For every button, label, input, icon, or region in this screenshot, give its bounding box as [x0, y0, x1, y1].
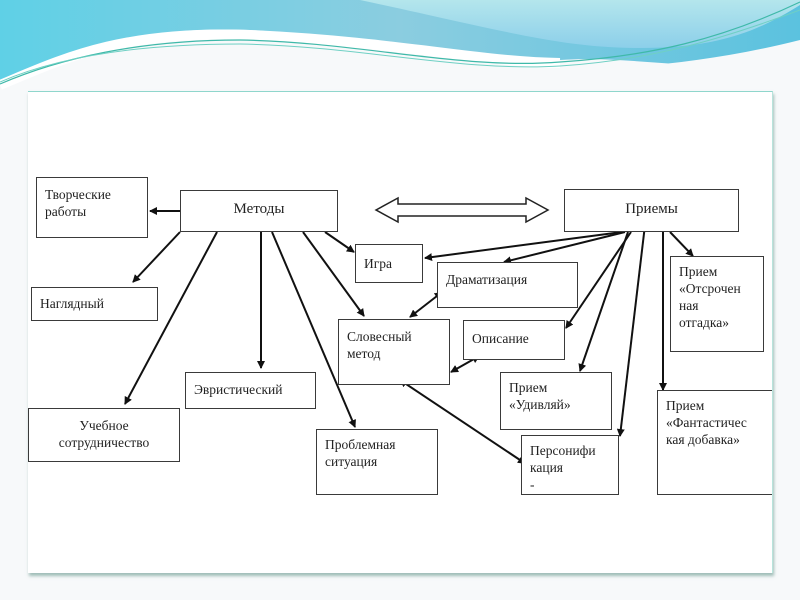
arrow-priemy-otsrochennaya: [669, 231, 694, 257]
arrow-metody-naglyadny: [132, 231, 181, 283]
node-problemnaya-situaciya: Проблемная ситуация: [316, 429, 438, 495]
node-opisanie: Описание: [463, 320, 565, 360]
node-label: Игра: [364, 256, 393, 271]
node-label: Наглядный: [40, 296, 104, 311]
double-arrow-metody-priemy: [374, 196, 550, 224]
arrow-dramatizaciya-slovesny: [409, 291, 443, 318]
node-label: Учебное сотрудничество: [58, 418, 150, 450]
node-fantasticheskaya-dobavka: Прием «Фантастичес кая добавка»: [657, 390, 772, 495]
node-label: Описание: [472, 331, 529, 346]
node-label: Прием «Удивляй»: [509, 380, 571, 412]
node-metody: Методы: [180, 190, 338, 232]
node-label: Методы: [233, 201, 285, 217]
node-evristichesky: Эвристический: [185, 372, 316, 409]
node-udivlyai: Прием «Удивляй»: [500, 372, 612, 430]
node-label: Проблемная ситуация: [325, 437, 396, 469]
node-otsrochennaya-otgadka: Прием «Отсрочен ная отгадка»: [670, 256, 764, 352]
arrow-priemy-personifikaciya: [616, 224, 646, 437]
arrow-priemy-udivlyai: [578, 231, 629, 372]
node-igra: Игра: [355, 244, 423, 283]
node-personifikaciya: Персонифи кация -: [521, 435, 619, 495]
decorative-wave-banner: [0, 0, 800, 100]
arrow-metody-uchebnoe: [124, 231, 218, 405]
node-label: Приемы: [625, 201, 678, 217]
node-tvorcheskie-raboty: Творческие работы: [36, 177, 148, 238]
node-label: Прием «Фантастичес кая добавка»: [666, 398, 747, 447]
node-label: Драматизация: [446, 272, 528, 287]
node-label: Творческие работы: [45, 187, 111, 219]
node-dramatizaciya: Драматизация: [437, 262, 578, 308]
node-label: Эвристический: [194, 382, 283, 397]
arrow-priemy-dramatizaciya: [503, 231, 626, 265]
node-label: Персонифи кация -: [530, 443, 596, 492]
arrow-priemy-opisanie: [565, 231, 632, 329]
arrow-metody-problemnaya: [271, 231, 356, 428]
arrow-opisanie-slovesny: [450, 355, 481, 373]
arrow-priemy-igra: [424, 231, 623, 262]
arrow-metody-slovesny: [302, 231, 365, 317]
arrow-personifikaciya-slovesny: [399, 379, 526, 464]
node-uchebnoe-sotrudnichestvo: Учебное сотрудничество: [28, 408, 180, 462]
node-naglyadny: Наглядный: [31, 287, 158, 321]
node-slovesny-metod: Словесный метод: [338, 319, 450, 385]
node-label: Словесный метод: [347, 329, 412, 361]
node-priemy: Приемы: [564, 189, 739, 232]
node-label: Прием «Отсрочен ная отгадка»: [679, 264, 741, 330]
arrow-metody-igra: [324, 231, 355, 253]
